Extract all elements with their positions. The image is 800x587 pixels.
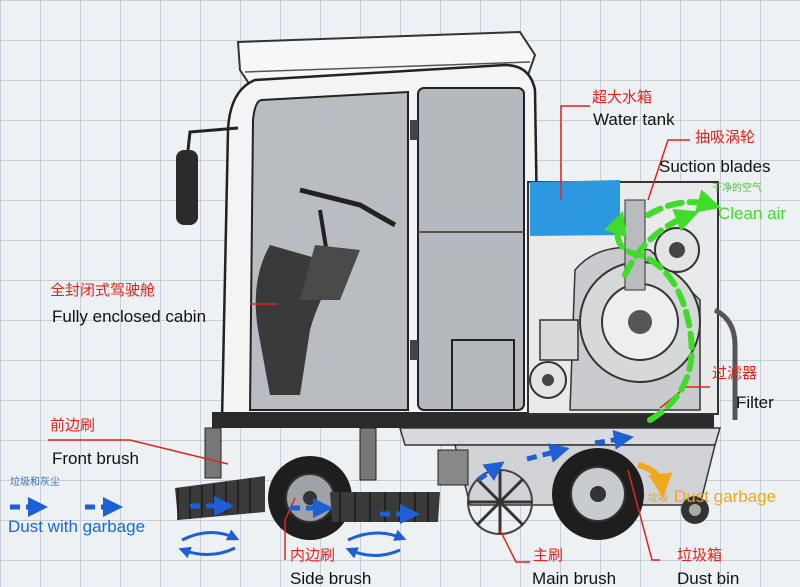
air-flow-arrows bbox=[604, 189, 722, 423]
clean-air-label-en: Clean air bbox=[718, 204, 787, 223]
dust-bin-label-en: Dust bin bbox=[677, 569, 740, 587]
side-mirror bbox=[176, 126, 239, 225]
main-brush-label-cn: 主刷 bbox=[533, 546, 564, 564]
front-brush-label-en: Front brush bbox=[52, 449, 139, 468]
suction-blades-label-cn: 抽吸涡轮 bbox=[695, 128, 756, 146]
water-tank-label-en: Water tank bbox=[593, 110, 675, 129]
dust-flow-arrows bbox=[10, 430, 634, 524]
dust-garbage-label-cn: 垃圾 bbox=[648, 493, 668, 504]
seat-and-steering bbox=[255, 187, 515, 411]
filter-label-cn: 过滤器 bbox=[712, 364, 758, 382]
front-brush-label-cn: 前边刷 bbox=[50, 416, 96, 434]
water-tank-label-cn: 超大水箱 bbox=[592, 88, 653, 106]
small-wheel bbox=[681, 496, 709, 524]
dust-in-label-cn: 垃圾和灰尘 bbox=[10, 477, 60, 488]
dust-bin-label-cn: 垃圾箱 bbox=[677, 546, 723, 564]
rotation-arrows bbox=[178, 529, 407, 559]
cabin-label-cn: 全封闭式驾驶舱 bbox=[50, 281, 156, 299]
clean-air-label-cn: 干净的空气 bbox=[712, 183, 762, 194]
dust-bin-arrow bbox=[637, 462, 673, 498]
dust-garbage-label-en: Dust garbage bbox=[674, 487, 777, 506]
side-brush-label-en: Side brush bbox=[290, 569, 372, 587]
rear-wheel bbox=[552, 448, 644, 540]
filter-label-en: Filter bbox=[736, 393, 774, 412]
water-tank-shape bbox=[530, 180, 620, 236]
cabin-label-en: Fully enclosed cabin bbox=[52, 307, 207, 326]
front-brush-shape bbox=[175, 427, 265, 520]
suction-blades-label-en: Suction blades bbox=[659, 157, 771, 176]
main-brush-label-en: Main brush bbox=[532, 569, 617, 587]
dust-in-label-en: Dust with garbage bbox=[8, 517, 146, 536]
rear-machine bbox=[527, 180, 738, 420]
side-brush-label-cn: 内边刷 bbox=[290, 546, 336, 564]
